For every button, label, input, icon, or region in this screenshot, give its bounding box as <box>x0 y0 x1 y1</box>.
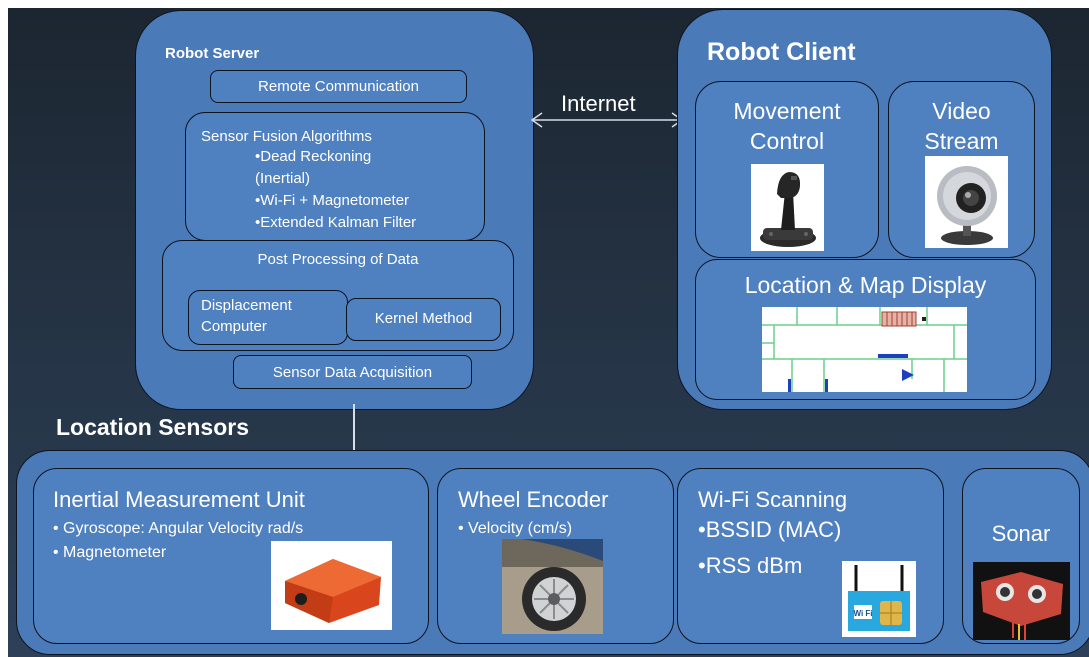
sonar-image <box>973 562 1070 640</box>
floor-map-image <box>762 307 967 392</box>
wifi-scanning-item: •RSS dBm <box>698 553 803 578</box>
sensor-fusion-title: Sensor Fusion Algorithms <box>201 128 372 145</box>
video-stream-line: Video <box>932 98 991 124</box>
kernel-method-label: Kernel Method <box>374 310 473 327</box>
displacement-computer-box: Displacement Computer <box>188 290 348 345</box>
sensor-data-acquisition-label: Sensor Data Acquisition <box>272 364 433 381</box>
connector-line <box>353 404 355 454</box>
remote-communication-label: Remote Communication <box>258 78 419 95</box>
displacement-line: Computer <box>201 318 267 335</box>
fusion-item: •Wi-Fi + Magnetometer <box>255 192 410 209</box>
robot-client-box: Robot Client Movement Control Video Stre… <box>677 9 1052 410</box>
wifi-card-label: Wi Fi <box>853 609 872 618</box>
wifi-scanning-title: Wi-Fi Scanning <box>698 487 848 512</box>
wheel-encoder-box: Wheel Encoder • Velocity (cm/s) <box>437 468 674 644</box>
fusion-item: •Extended Kalman Filter <box>255 214 417 231</box>
imu-device-image <box>271 541 392 630</box>
wheel-image <box>502 539 603 634</box>
internet-arrow-icon <box>530 112 684 128</box>
location-map-display-title: Location & Map Display <box>744 272 987 298</box>
fusion-item: (Inertial) <box>255 170 311 187</box>
post-processing-title: Post Processing of Data <box>257 251 419 268</box>
location-map-display-box: Location & Map Display <box>695 259 1036 400</box>
joystick-image <box>751 164 824 251</box>
wifi-scanning-item: •BSSID (MAC) <box>698 517 842 542</box>
webcam-image <box>925 156 1008 248</box>
imu-item: • Gyroscope: Angular Velocity rad/s <box>53 520 304 537</box>
sensor-data-acquisition-box: Sensor Data Acquisition <box>233 355 472 389</box>
sensor-fusion-box: Sensor Fusion Algorithms •Dead Reckoning… <box>185 112 485 241</box>
kernel-method-box: Kernel Method <box>346 298 501 341</box>
video-stream-box: Video Stream <box>888 81 1035 258</box>
video-stream-line: Stream <box>924 128 999 154</box>
location-sensors-title: Location Sensors <box>56 414 249 440</box>
movement-control-line: Control <box>749 128 825 154</box>
imu-title: Inertial Measurement Unit <box>53 487 305 512</box>
post-processing-box: Post Processing of Data Displacement Com… <box>162 240 514 351</box>
wifi-card-image: Wi Fi <box>842 561 916 637</box>
robot-client-title: Robot Client <box>707 38 856 66</box>
wifi-scanning-box: Wi-Fi Scanning •BSSID (MAC) •RSS dBm Wi … <box>677 468 944 644</box>
robot-server-box: Robot Server Remote Communication Sensor… <box>135 10 534 410</box>
robot-server-title: Robot Server <box>165 45 260 62</box>
movement-control-line: Movement <box>733 98 841 124</box>
movement-control-box: Movement Control <box>695 81 879 258</box>
location-sensors-box: Inertial Measurement Unit • Gyroscope: A… <box>16 450 1089 655</box>
imu-box: Inertial Measurement Unit • Gyroscope: A… <box>33 468 429 644</box>
sonar-title: Sonar <box>991 521 1051 546</box>
wheel-encoder-item: • Velocity (cm/s) <box>458 520 573 537</box>
imu-item: • Magnetometer <box>53 544 167 561</box>
displacement-line: Displacement <box>201 297 292 314</box>
internet-label: Internet <box>561 91 636 116</box>
architecture-diagram: Robot Server Remote Communication Sensor… <box>8 8 1089 657</box>
sonar-box: Sonar <box>962 468 1080 644</box>
fusion-item: •Dead Reckoning <box>255 148 372 165</box>
remote-communication-box: Remote Communication <box>210 70 467 103</box>
wheel-encoder-title: Wheel Encoder <box>458 487 609 512</box>
